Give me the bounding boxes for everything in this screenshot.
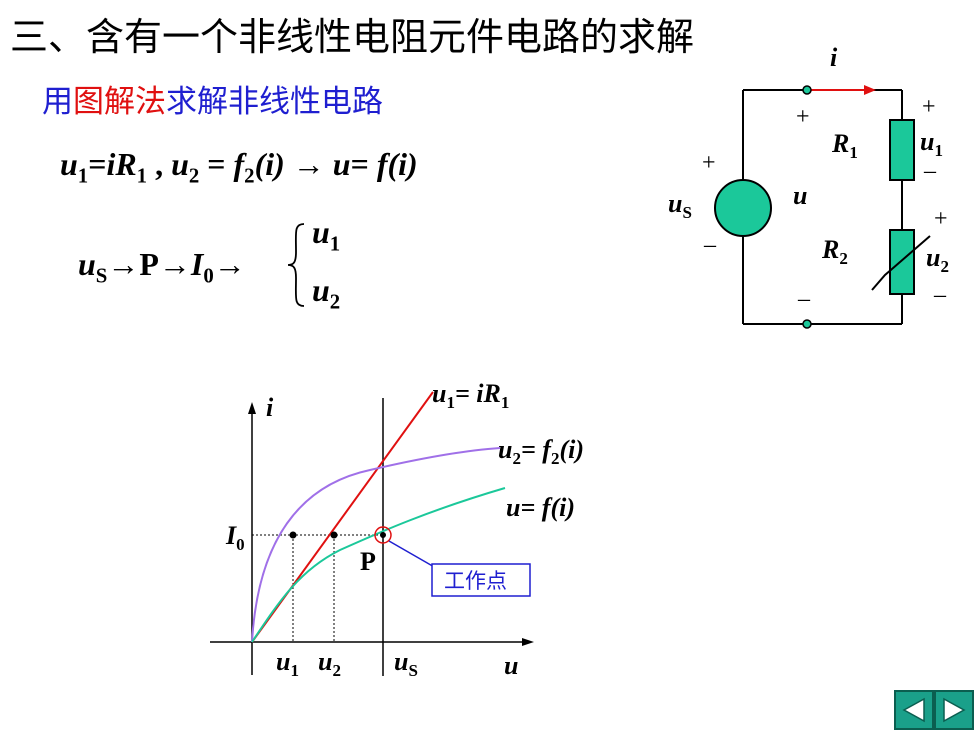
- equation-2-u2: u2: [312, 272, 341, 314]
- curve-u-label: u= f(i): [506, 493, 575, 522]
- circuit-diagram: i R1 u1 uS u R2 u2 + + – + – + – –: [668, 43, 949, 329]
- point-p-highlight: [374, 526, 392, 544]
- label-u1: u1: [920, 127, 943, 160]
- equation-1: u1=iR1 , u2 = f2(i) → u= f(i): [60, 146, 418, 188]
- next-slide-button[interactable]: [934, 690, 974, 730]
- nonlinear-mark: [871, 235, 931, 291]
- point-u2: [330, 531, 338, 539]
- tick-us: uS: [394, 647, 418, 680]
- curve-u1-label: u1= iR1: [432, 379, 509, 412]
- resistor-r1: [889, 119, 915, 181]
- label-i: i: [830, 43, 838, 72]
- prev-slide-button[interactable]: [894, 690, 934, 730]
- point-u1: [289, 531, 297, 539]
- left-arrow-icon: [902, 697, 925, 723]
- plus-top-right: +: [922, 94, 936, 120]
- resistor-r2: [889, 229, 915, 295]
- plus-u2: +: [934, 206, 948, 232]
- plus-top-left: +: [796, 104, 810, 130]
- axis-i-label: i: [266, 393, 274, 422]
- equation-2-u1: u1: [312, 214, 341, 256]
- axis-i-arrow: [248, 402, 256, 414]
- tick-u2: u2: [318, 647, 341, 680]
- iv-graph: 工作点 i u I0 u1 u2 uS u1= iR1 u2= f2(i) u=…: [210, 379, 584, 680]
- right-arrow-icon: [943, 697, 966, 723]
- point-p: [380, 532, 386, 538]
- slide-subtitle: 用图解法求解非线性电路: [42, 76, 383, 121]
- minus-us: –: [703, 232, 717, 258]
- slide-title: 三、含有一个非线性电阻元件电路的求解: [10, 15, 695, 59]
- label-r1: R1: [831, 129, 858, 162]
- voltage-source: [714, 179, 772, 237]
- axis-u-arrow: [522, 638, 534, 646]
- callout-text: 工作点: [444, 569, 507, 593]
- slide-navigation: [894, 690, 974, 730]
- minus-u1: –: [923, 158, 937, 184]
- curve-u2-label: u2= f2(i): [498, 435, 584, 468]
- callout-box: [431, 563, 531, 597]
- label-u2: u2: [926, 243, 949, 276]
- label-r2: R2: [821, 235, 848, 268]
- current-arrowhead: [864, 85, 876, 95]
- label-i0: I0: [225, 521, 245, 554]
- tick-u1: u1: [276, 647, 299, 680]
- subtitle-part-3: 求解非线性电路: [166, 84, 383, 120]
- label-u: u: [793, 181, 807, 210]
- axis-u-label: u: [504, 651, 518, 680]
- curve-u-f: [251, 487, 506, 643]
- label-p: P: [360, 547, 376, 576]
- equation-2: uS→P→I0→: [78, 246, 246, 288]
- minus-u2: –: [933, 282, 947, 308]
- plus-us: +: [702, 150, 716, 176]
- curve-u2-f2: [251, 447, 501, 643]
- terminal-bottom: [802, 319, 812, 329]
- label-us: uS: [668, 189, 692, 222]
- callout-pointer: [388, 540, 437, 569]
- terminal-top: [802, 85, 812, 95]
- minus-bottom: –: [797, 286, 811, 312]
- brace: [287, 223, 305, 307]
- subtitle-part-1: 用: [42, 84, 73, 120]
- subtitle-part-2: 图解法: [73, 84, 166, 120]
